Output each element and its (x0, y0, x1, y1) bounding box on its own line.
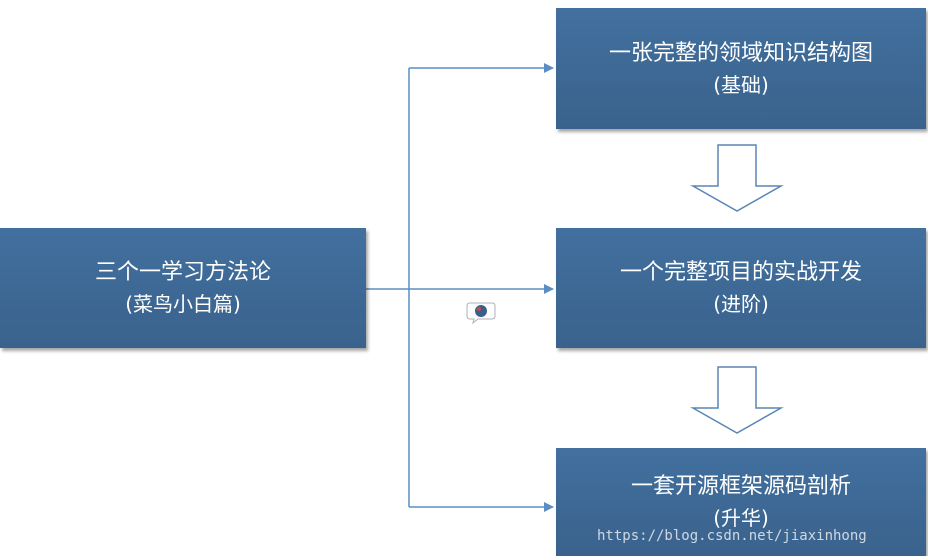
node-2-title: 一个完整项目的实战开发 (619, 260, 862, 285)
node-knowledge-map: 一张完整的领域知识结构图 (基础) (556, 8, 926, 129)
node-project-practice: 一个完整项目的实战开发 (进阶) (556, 228, 926, 348)
node-3-title: 一套开源框架源码剖析 (630, 474, 851, 499)
node-3-subtitle: (升华) (713, 506, 769, 530)
node-1-subtitle: (基础) (713, 72, 769, 97)
down-arrow-2 (690, 366, 784, 434)
root-node: 三个一学习方法论 (菜鸟小白篇) (0, 228, 366, 348)
root-title: 三个一学习方法论 (94, 260, 271, 285)
node-source-analysis: 一套开源框架源码剖析 (升华) (556, 448, 926, 556)
watermark-text: https://blog.csdn.net/jiaxinhong (597, 528, 867, 544)
node-2-subtitle: (进阶) (713, 292, 769, 316)
comment-icon[interactable] (466, 300, 496, 324)
down-arrow-1 (690, 144, 784, 212)
node-1-title: 一张完整的领域知识结构图 (608, 40, 873, 66)
root-subtitle: (菜鸟小白篇) (125, 292, 241, 316)
